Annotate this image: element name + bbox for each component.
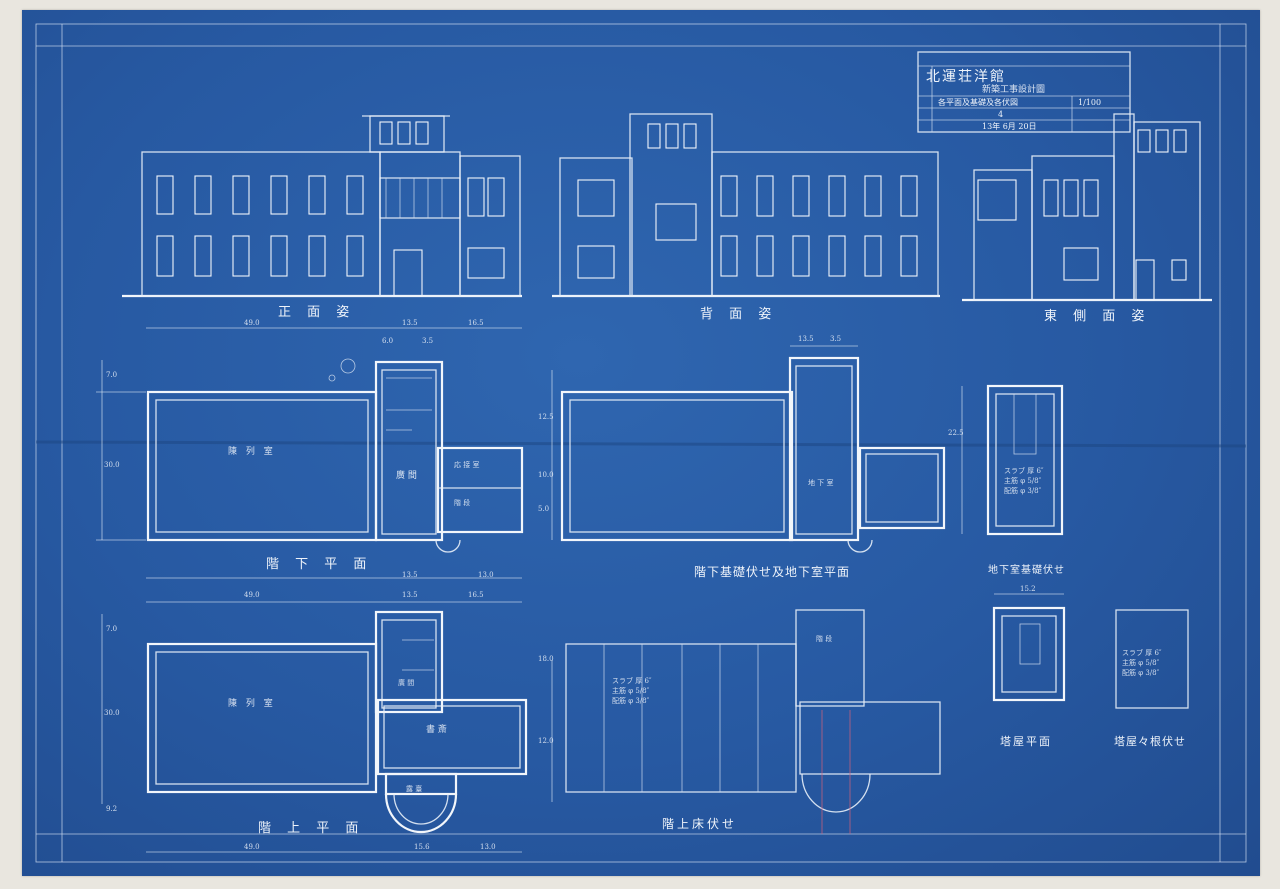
title-date: 13年 6月 20日: [982, 122, 1037, 131]
basement-room: 地 下 室: [808, 479, 834, 487]
ground-hall: 廣 間: [396, 471, 417, 481]
ground-stair-hall: 階 段: [454, 499, 471, 507]
dim-upper-bottom-49: 49.0: [244, 843, 260, 851]
ground-plan-label: 階 下 平 面: [266, 557, 373, 572]
basement-foundation-plan: [551, 345, 946, 553]
title-block: [917, 51, 1131, 133]
upper-floor-framing-plan: [551, 609, 941, 834]
dim-tower-152: 15.2: [1020, 585, 1036, 593]
dim-upper-49: 49.0: [244, 591, 260, 599]
cellar-slab-note: スラブ 厚 6″: [1004, 467, 1044, 475]
dim-ground-300: 30.0: [104, 461, 120, 469]
upper-hall: 廣 間: [398, 679, 415, 687]
dim-ground-135: 13.5: [402, 319, 418, 327]
dim-basement-135: 13.5: [798, 335, 814, 343]
blueprint-drawing: [35, 23, 1247, 863]
back-elevation: [552, 113, 940, 298]
east-elevation: [962, 113, 1212, 302]
cellar-dist-bar-note: 配筋 φ 3/8″: [1004, 487, 1042, 495]
title-building-name: 北運荘洋館: [926, 69, 1006, 85]
cellar-foundation-label: 地下室基礎伏せ: [988, 565, 1065, 576]
dim-ground-bottom-130: 13.0: [478, 571, 494, 579]
front-elevation-label: 正 面 姿: [278, 305, 356, 320]
dim-ground-70: 7.0: [106, 371, 118, 379]
tower-roof-plan: [1115, 609, 1189, 709]
back-elevation-label: 背 面 姿: [700, 307, 778, 322]
title-sheet-no: 4: [998, 110, 1004, 119]
tower-roof-slab-note: スラブ 厚 6″: [1122, 649, 1162, 657]
tower-roof-dist-bar-note: 配筋 φ 3/8″: [1122, 669, 1160, 677]
tower-roof-label: 塔屋々根伏せ: [1114, 735, 1186, 748]
upper-framing-label: 階上床伏せ: [662, 817, 738, 831]
upper-study: 書 斎: [426, 725, 447, 735]
dim-ground-60: 6.0: [382, 337, 394, 345]
dim-basement-100: 10.0: [538, 471, 554, 479]
tower-plan-label: 塔屋平面: [1000, 735, 1052, 748]
framing-main-bar-note: 主筋 φ 5/8″: [612, 687, 650, 695]
dim-upper-135: 13.5: [402, 591, 418, 599]
dim-basement-35: 3.5: [830, 335, 842, 343]
title-project: 新築工事設計圖: [982, 85, 1046, 95]
basement-plan-label: 階下基礎伏せ及地下室平面: [694, 565, 851, 579]
tower-plan: [992, 593, 1066, 702]
dim-upper-300: 30.0: [104, 709, 120, 717]
dim-ground-35: 3.5: [422, 337, 434, 345]
upper-terrace: 露 臺: [406, 785, 423, 793]
upper-exhibition-room: 陳 列 室: [228, 699, 276, 709]
fold-crease: [35, 440, 1247, 448]
tower-roof-main-bar-note: 主筋 φ 5/8″: [1122, 659, 1160, 667]
ground-exhibition-room: 陳 列 室: [228, 447, 276, 457]
framing-slab-note: スラブ 厚 6″: [612, 677, 652, 685]
title-scale: 1/100: [1078, 98, 1102, 107]
ground-floor-plan: [96, 327, 524, 579]
dim-ground-49: 49.0: [244, 319, 260, 327]
dim-upper-bottom-130: 13.0: [480, 843, 496, 851]
upper-plan-label: 階 上 平 面: [258, 821, 365, 836]
dim-basement-125: 12.5: [538, 413, 554, 421]
east-elevation-label: 東 側 面 姿: [1044, 309, 1151, 324]
title-contents: 各平面及基礎及各伏図: [938, 98, 1018, 107]
cellar-main-bar-note: 主筋 φ 5/8″: [1004, 477, 1042, 485]
ground-reception: 応 接 室: [454, 461, 480, 469]
dim-basement-50: 5.0: [538, 505, 550, 513]
dim-upper-bottom-156: 15.6: [414, 843, 430, 851]
cellar-foundation-plan: [961, 384, 1064, 536]
dim-upper-92: 9.2: [106, 805, 118, 813]
dim-upper-70: 7.0: [106, 625, 118, 633]
dim-framing-120: 12.0: [538, 737, 554, 745]
dim-framing-180: 18.0: [538, 655, 554, 663]
dim-ground-bottom-135: 13.5: [402, 571, 418, 579]
front-elevation: [122, 115, 522, 298]
dim-ground-165: 16.5: [468, 319, 484, 327]
blueprint-sheet: 北運荘洋館 新築工事設計圖 各平面及基礎及各伏図 1/100 4 13年 6月 …: [22, 10, 1260, 876]
dim-cellar-225: 22.5: [948, 429, 964, 437]
stair-label: 階 段: [816, 635, 833, 643]
framing-dist-bar-note: 配筋 φ 3/8″: [612, 697, 650, 705]
upper-floor-plan: [101, 601, 528, 853]
dim-upper-165: 16.5: [468, 591, 484, 599]
